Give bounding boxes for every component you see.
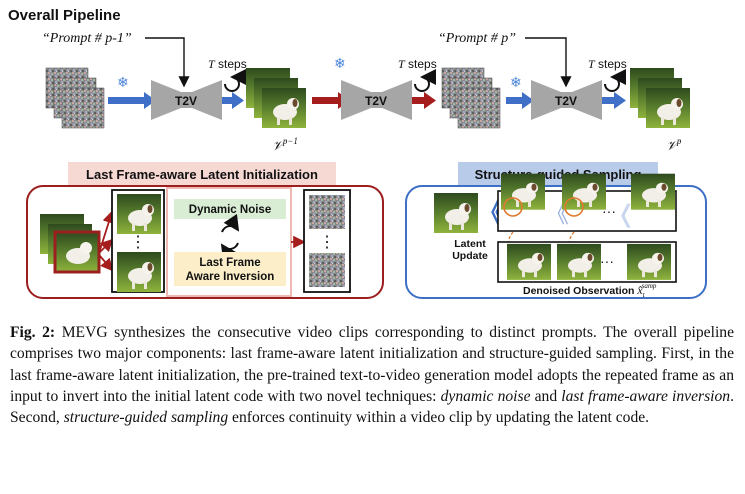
svg-text:⋮: ⋮ [319,234,335,251]
sgs-title: Structure-guided Sampling [475,167,642,182]
blue-arrow-4 [602,97,616,104]
cycle-icon [220,213,240,262]
steps-label-2: T steps [398,57,437,71]
steps-label-1: T steps [208,57,247,71]
lfi-banner [68,162,336,186]
svg-text:···: ··· [600,253,614,269]
loop-icon-1 [224,69,247,92]
t2v-model-1 [151,80,222,120]
sgs-panel [405,185,707,299]
dynamic-noise-label: Dynamic Noise [189,204,271,216]
latent-update-arrow-1 [507,231,519,253]
caption-label: Fig. 2: [10,324,56,341]
prompt-cur-arrow [525,37,572,88]
figure-caption: Fig. 2: MEVG synthesizes the consecutive… [10,324,734,427]
loop-icon-2 [414,69,437,92]
svg-text:T2V: T2V [175,94,197,108]
svg-text:Update: Update [452,250,488,262]
dynamic-noise-box [174,199,286,219]
noise-stack [45,67,105,129]
svg-text:···: ··· [602,203,616,219]
svg-text:Last Frame: Last Frame [199,257,260,269]
svg-text:T2V: T2V [555,94,577,108]
inversion-box [174,252,286,286]
steps-label-3: T steps [588,57,627,71]
denoised-observation-label: Denoised Observation x̂tsamp [523,282,657,299]
pipeline-figure: Overall Pipeline “Prompt # p-1” “Prompt … [8,7,707,299]
lfi-title: Last Frame-aware Latent Initialization [86,167,318,182]
video-clip-prev [246,68,306,128]
frozen-icon-3: ❄ [510,75,522,91]
blue-arrow-1 [108,97,146,104]
red-arrow-1 [312,97,340,104]
figure-title: Overall Pipeline [8,7,121,24]
red-arrow-2 [412,97,426,104]
loop-icon-3 [604,69,627,92]
blue-arrow-2 [222,97,234,104]
lfi-panel [26,185,384,299]
video-clip-cur [630,68,690,128]
sgs-banner [458,162,658,186]
svg-text:Aware Inversion: Aware Inversion [186,271,275,283]
noise-stack-2 [441,67,501,129]
prompt-prev-arrow [145,37,190,88]
t2v-model-3 [531,80,602,120]
last-frame-stack [40,214,101,274]
frozen-icon: ❄ [117,75,129,91]
svg-text:T2V: T2V [365,94,387,108]
svg-text:⋮: ⋮ [130,234,146,251]
prompt-prev: “Prompt # p-1” [42,31,132,46]
latent-update-arrow-2 [568,231,580,253]
prompt-cur: “Prompt # p” [438,31,516,46]
video-cur-label: 𝒱p [666,136,682,153]
blue-arrow-3 [506,97,524,104]
video-prev-label: 𝒱p−1 [272,136,298,153]
t2v-model-2 [341,80,412,120]
frozen-icon-2: ❄ [334,56,346,72]
latent-update-label: Latent [454,238,486,250]
